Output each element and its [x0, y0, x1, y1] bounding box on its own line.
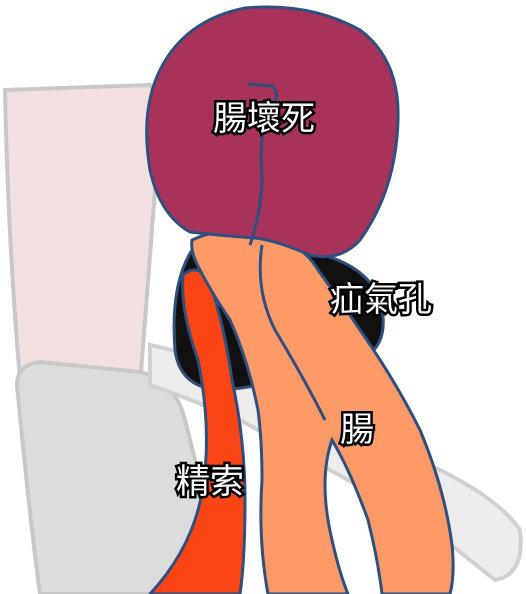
bowel-divider-line: [258, 244, 327, 421]
label-hernia-orifice: 疝氣孔: [328, 280, 435, 320]
label-necrosis: 腸壞死: [211, 99, 318, 139]
necrosis-detail-line: [247, 82, 278, 246]
spermatic-cord-shape: [147, 268, 247, 594]
label-spermatic-cord: 精索: [174, 462, 247, 502]
necrosis-shape: [145, 5, 400, 259]
thigh-shape: [15, 359, 204, 594]
label-bowel: 腸: [338, 410, 377, 450]
torso-shape: [2, 82, 165, 388]
